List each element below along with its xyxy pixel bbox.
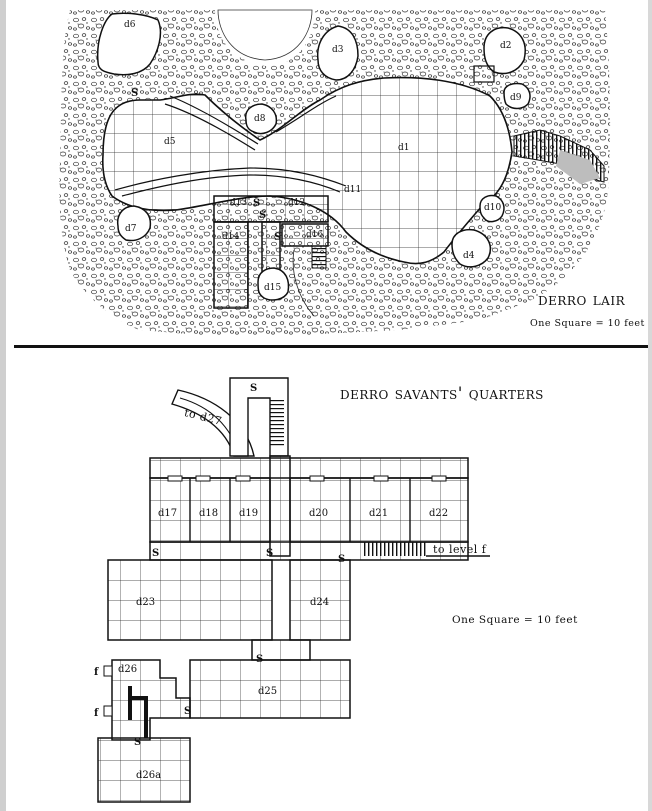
label-d13: d13 [230,198,247,208]
label-d17: d17 [158,508,177,519]
savants-map: d17 d18 d19 d20 d21 d22 d23 d24 d25 d26 … [94,377,490,803]
cave-d10 [479,194,505,223]
cave-d3 [316,25,359,81]
label-d20: d20 [309,508,328,519]
secret-door-mark: S [134,737,141,748]
room-d24 [289,559,351,641]
label-d15: d15 [264,283,281,293]
cave-d15 [257,267,290,301]
cave-ledge-inner [121,174,341,197]
lair-secret-doors: S S S S [131,88,281,243]
cave-ledge-path [114,167,347,191]
label-d5: d5 [164,137,176,147]
stair-shaft-steps [270,398,284,448]
secret-door-mark: S [266,548,273,559]
lair-map-title: derro lair [538,290,626,310]
d16-stairs [311,245,327,269]
cave-d4 [451,228,492,268]
savants-map-title: derro savants' quarters [340,384,544,404]
rock-cleft-top [217,9,313,61]
label-d22: d22 [429,508,448,519]
d2-alcove [473,65,495,83]
secret-door-mark: S [338,554,345,565]
room-d14 [213,221,249,309]
secret-door-mark: S [259,210,266,221]
secret-door-mark: S [274,232,281,243]
label-d2: d2 [500,41,512,51]
label-d8: d8 [254,114,266,124]
label-d19: d19 [239,508,258,519]
savants-room-labels: d17 d18 d19 d20 d21 d22 d23 d24 d25 d26 … [118,508,448,781]
label-d21: d21 [369,508,388,519]
left-scan-edge [0,0,6,811]
secret-door-mark: S [256,654,263,665]
secret-door-mark: S [253,198,260,209]
label-d16: d16 [306,230,323,240]
label-d9: d9 [510,93,522,103]
right-scan-edge [648,0,652,811]
savants-map-scale: One Square = 10 feet [452,614,578,626]
passage-shadow [556,150,600,184]
lair-map: d1 d2 d3 d4 d5 d6 d7 d8 d9 d10 d11 d12 d… [59,9,611,335]
secret-door-mark: S [131,88,138,99]
label-d7: d7 [125,224,137,234]
cave-d9 [503,82,531,110]
stairs-to-level-f [364,542,426,556]
cave-d6 [96,12,162,76]
rock-crack [292,249,315,317]
label-d18: d18 [199,508,218,519]
door-mark: f [94,667,99,678]
label-d6: d6 [124,20,136,30]
secret-door-mark: S [152,548,159,559]
label-d4: d4 [463,251,475,261]
lair-room-labels: d1 d2 d3 d4 d5 d6 d7 d8 d9 d10 d11 d12 d… [124,20,522,293]
label-d12: d12 [288,198,305,208]
label-d24: d24 [310,597,329,608]
to-level-f-label: to level f [433,543,487,556]
secret-door-mark: S [250,383,257,394]
secret-door-mark: S [184,706,191,717]
label-d23: d23 [136,597,155,608]
cave-ridge-right [275,95,337,133]
room-d12-d13 [213,195,329,223]
room-d25 [189,659,351,719]
label-d3: d3 [332,45,344,55]
label-d10: d10 [484,203,501,213]
room-d16 [281,223,329,247]
cave-d7 [116,205,152,242]
label-d14: d14 [222,232,239,242]
savants-secret-doors: S S S S S S S f f [94,383,345,748]
corridor-central [269,455,291,557]
section-divider [14,345,648,348]
label-d26a: d26a [136,770,161,781]
cave-d8 [244,103,278,135]
corridor-north [149,457,469,479]
room-d23 [107,559,273,641]
lair-map-scale: One Square = 10 feet [530,318,645,329]
label-d25: d25 [258,686,277,697]
label-d1: d1 [398,143,410,153]
cave-ridge-top [169,95,259,145]
label-d26: d26 [118,664,137,675]
label-d11: d11 [344,185,361,195]
door-mark: f [94,708,99,719]
cave-ridge-top-inner [164,103,256,151]
